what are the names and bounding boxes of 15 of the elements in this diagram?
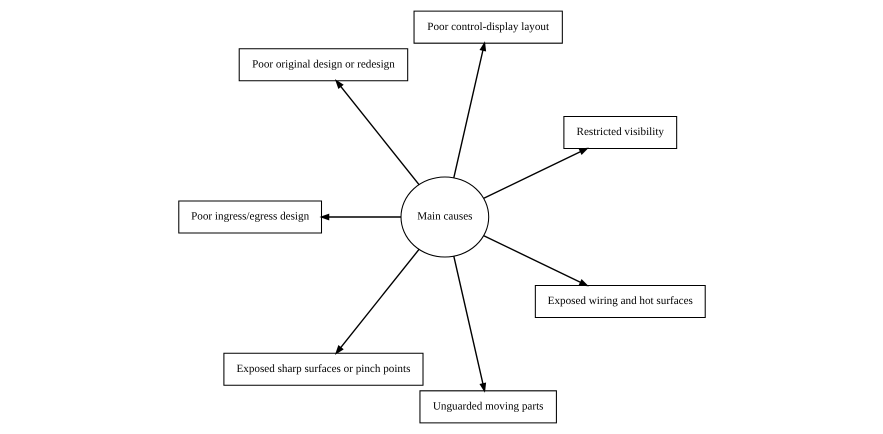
node-circle: Main causes bbox=[400, 176, 489, 258]
node-box: Exposed wiring and hot surfaces bbox=[534, 284, 706, 318]
node-box: Unguarded moving parts bbox=[418, 390, 556, 424]
arrow bbox=[452, 41, 486, 178]
arrow bbox=[318, 214, 401, 220]
arrow bbox=[452, 256, 486, 393]
node-box: Poor control-display layout bbox=[413, 10, 562, 44]
node-box: Restricted visibility bbox=[562, 116, 677, 150]
node-box: Poor original design or redesign bbox=[238, 48, 408, 82]
node-box: Exposed sharp surfaces or pinch points bbox=[222, 352, 424, 386]
arrow bbox=[482, 235, 588, 286]
arrow bbox=[334, 249, 419, 355]
arrow bbox=[482, 148, 588, 199]
node-box: Poor ingress/egress design bbox=[178, 200, 322, 234]
arrow bbox=[334, 79, 419, 185]
